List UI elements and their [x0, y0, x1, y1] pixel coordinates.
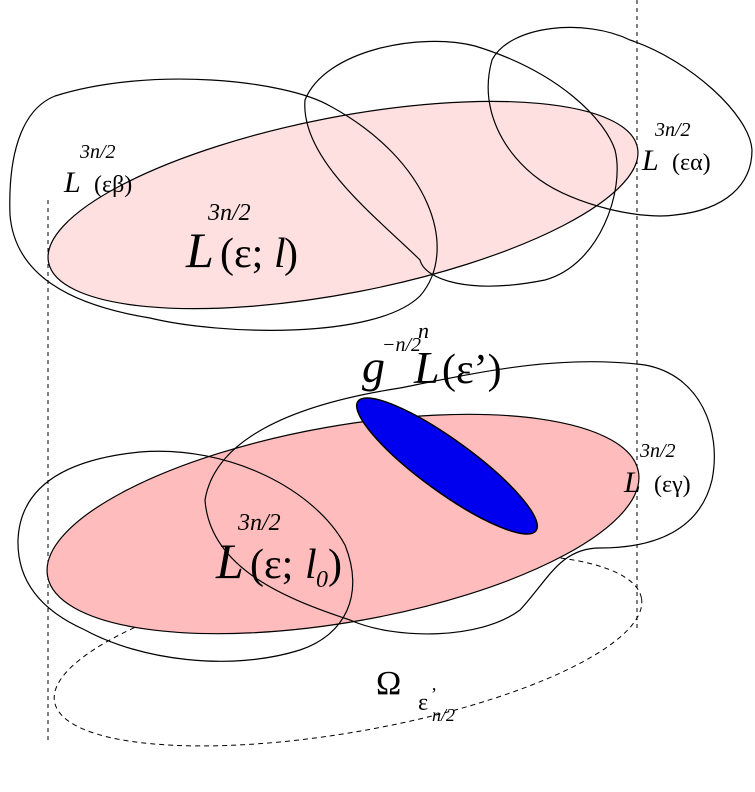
label-eps-gamma: 3n/2 L (εγ): [623, 440, 691, 499]
svg-text:(ε’): (ε’): [442, 347, 502, 393]
svg-text:(ε;: (ε;: [220, 231, 263, 277]
svg-text:(εβ): (εβ): [94, 172, 132, 198]
svg-text:3n/2: 3n/2: [654, 119, 691, 141]
svg-text:): ): [284, 231, 298, 277]
svg-text:(ε;: (ε;: [250, 542, 293, 588]
eps-gamma-blob: [204, 361, 715, 635]
svg-text:l: l: [305, 542, 317, 588]
svg-text:(εγ): (εγ): [654, 472, 691, 498]
svg-text:’: ’: [431, 684, 437, 704]
svg-text:Ω: Ω: [376, 665, 401, 702]
svg-text:): ): [328, 542, 342, 588]
blue-ellipse: [355, 397, 539, 535]
svg-text:3n/2: 3n/2: [639, 440, 676, 462]
omega-dashed-ellipse: [53, 553, 643, 747]
svg-text:(εα): (εα): [672, 150, 711, 176]
svg-text:L: L: [623, 466, 641, 499]
svg-text:g: g: [362, 341, 385, 392]
eps-beta-blob: [9, 78, 438, 331]
svg-text:L: L: [63, 166, 81, 199]
svg-text:3n/2: 3n/2: [237, 510, 281, 536]
svg-text:L: L: [641, 144, 659, 177]
svg-text:ε: ε: [418, 690, 428, 716]
svg-text:3n/2: 3n/2: [207, 200, 251, 226]
middle-upper-blob: [304, 40, 618, 287]
label-upper-set: 3n/2 L (ε; l ): [185, 200, 298, 278]
svg-text:−n/2: −n/2: [382, 334, 421, 356]
label-lower-set: 3n/2 L (ε; l 0 ): [215, 510, 342, 593]
svg-text:0: 0: [316, 567, 328, 593]
label-omega: Ω ε ’ n/2: [376, 665, 455, 725]
label-blue-set: g −n/2 n L (ε’): [362, 318, 502, 393]
svg-text:L: L: [413, 342, 440, 393]
svg-text:L: L: [215, 533, 244, 589]
svg-text:l: l: [274, 231, 286, 277]
eps-alpha-blob: [487, 26, 753, 217]
lower-pink-ellipse: [46, 413, 640, 635]
label-eps-beta: 3n/2 L (εβ): [63, 141, 132, 199]
label-eps-alpha: 3n/2 L (εα): [641, 119, 711, 177]
left-lower-blob: [17, 450, 354, 662]
svg-text:n: n: [418, 318, 429, 343]
svg-text:n/2: n/2: [432, 705, 455, 725]
svg-text:3n/2: 3n/2: [79, 141, 116, 163]
upper-pink-ellipse: [47, 100, 639, 310]
svg-text:L: L: [185, 222, 214, 278]
